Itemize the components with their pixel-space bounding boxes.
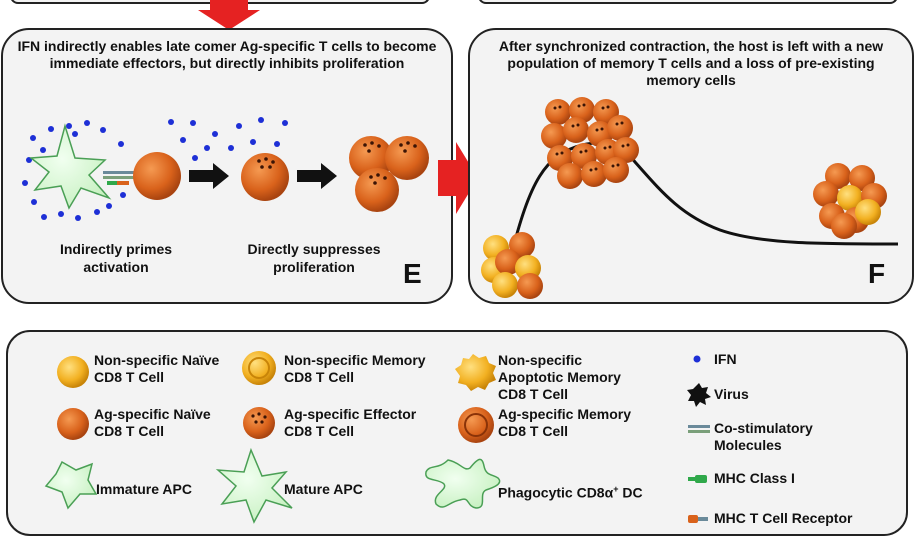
ag-memory-icon: [458, 407, 494, 443]
legend-ag-memory: Ag-specific Memory CD8 T Cell: [498, 406, 632, 439]
legend-phagocytic-dc-sup: +: [613, 484, 619, 494]
legend-phagocytic-dc-end: DC: [618, 484, 643, 501]
legend-mhc-tcr: MHC T Cell Receptor: [714, 510, 853, 526]
peak-effector-cluster: [541, 97, 639, 189]
ag-effector-icon: [243, 407, 275, 439]
panel-f-letter: F: [868, 258, 886, 289]
label-indirectly-primes: Indirectly primes activation: [59, 241, 173, 275]
mature-apc-shape: [29, 123, 112, 210]
panel-e-illustration: [22, 117, 429, 221]
legend-icons: [44, 351, 711, 524]
phagocytic-dc-icon: [425, 458, 501, 509]
expansion-contraction-curve: [508, 141, 899, 261]
panel-e-letter: E: [403, 258, 422, 289]
mature-apc-icon: [215, 447, 293, 524]
panel-e-title: IFN indirectly enables late comer Ag-spe…: [17, 38, 437, 71]
legend-ag-naive: Ag-specific Naïve CD8 T Cell: [94, 406, 211, 439]
label-directly-suppresses: Directly suppresses proliferation: [247, 241, 381, 275]
ag-naive-icon: [57, 408, 89, 440]
naive-t-cell: [133, 152, 181, 200]
panel-f-title: After synchronized contraction, the host…: [498, 38, 884, 88]
right-arrow: [438, 142, 478, 214]
ifn-dots: [22, 117, 288, 221]
costim-icon: [688, 425, 710, 433]
activated-t-cell: [241, 153, 289, 201]
black-arrow-2: [297, 163, 337, 189]
apoptotic-cell-icon: [455, 354, 496, 391]
legend-nonspecific-memory: Non-specific Memory CD8 T Cell: [284, 352, 426, 385]
panel-f-illustration: [481, 97, 899, 299]
upper-panel-stub-right: [478, 0, 898, 4]
legend-immature-apc: Immature APC: [96, 481, 192, 497]
legend-panel: Non-specific Naïve CD8 T Cell Non-specif…: [6, 330, 908, 536]
legend-nonspecific-apoptotic: Non-specific Apoptotic Memory CD8 T Cell: [498, 352, 621, 402]
legend-mhc1: MHC Class I: [714, 470, 795, 486]
memory-cluster: [813, 163, 887, 239]
legend-nonspecific-naive: Non-specific Naïve CD8 T Cell: [94, 352, 220, 385]
mhc-tcr-icon: [688, 515, 708, 523]
panel-e: IFN indirectly enables late comer Ag-spe…: [1, 28, 453, 304]
legend-ifn: IFN: [714, 351, 737, 367]
legend-virus: Virus: [714, 386, 749, 402]
ifn-dot-icon: [693, 355, 701, 363]
effector-cluster: [349, 136, 429, 212]
black-arrow-1: [189, 163, 229, 189]
legend-ag-effector: Ag-specific Effector CD8 T Cell: [284, 406, 417, 439]
legend-phagocytic-dc: Phagocytic CD8α+ DC: [498, 481, 643, 502]
down-arrow: [198, 0, 260, 30]
nonspecific-memory-icon: [242, 351, 276, 385]
mhc1-icon: [688, 475, 707, 483]
legend-costim: Co-stimulatory Molecules: [714, 420, 813, 453]
virus-icon: [687, 383, 711, 407]
immature-apc-icon: [44, 460, 98, 510]
legend-mature-apc: Mature APC: [284, 481, 363, 497]
naive-cluster: [481, 232, 543, 299]
panel-f: After synchronized contraction, the host…: [468, 28, 914, 304]
nonspecific-naive-icon: [57, 356, 89, 388]
legend-phagocytic-dc-main: Phagocytic CD8α: [498, 484, 614, 501]
